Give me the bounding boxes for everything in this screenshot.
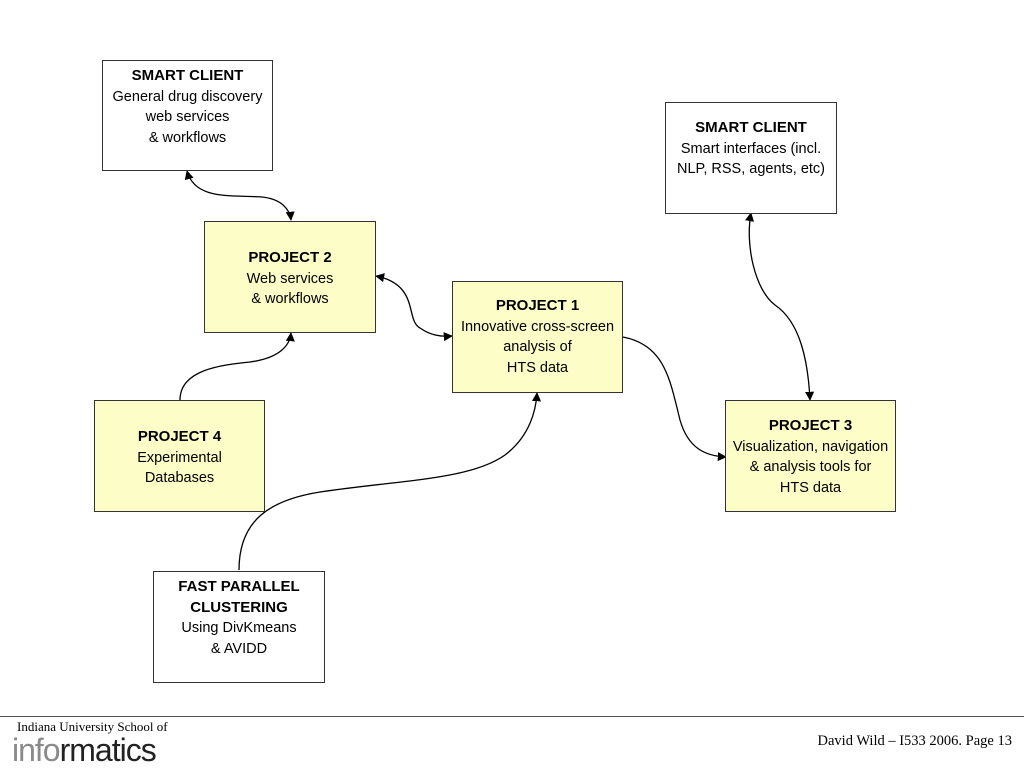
node-text: HTS data [779, 479, 842, 496]
node-text: Visualization, navigation [732, 438, 889, 455]
node-text: NLP, RSS, agents, etc) [676, 161, 826, 177]
node-text: analysis of [503, 339, 572, 355]
page-info: David Wild – I533 2006. Page 13 [817, 733, 1012, 749]
node-text: Experimental [137, 449, 222, 466]
node-title: SMART CLIENT [131, 67, 244, 84]
node-text: & workflows [251, 291, 329, 307]
node-title: SMART CLIENT [695, 119, 807, 136]
node-title: PROJECT 2 [248, 249, 332, 266]
connector-client2-project3 [745, 212, 815, 401]
node-text: General drug discovery [112, 88, 263, 105]
connector-project4-project2 [179, 332, 295, 401]
node-project-3: PROJECT 3 Visualization, navigation & an… [725, 400, 896, 512]
node-title: PROJECT 3 [768, 417, 853, 434]
node-text: Smart interfaces (incl. [680, 140, 822, 157]
node-title: FAST PARALLEL [178, 578, 300, 595]
node-text: HTS data [506, 359, 569, 376]
node-text: Using DivKmeans [181, 620, 297, 636]
node-text: Innovative cross-screen [460, 318, 615, 335]
node-title: PROJECT 4 [137, 428, 222, 445]
footer-divider [0, 716, 1024, 717]
node-text: & analysis tools for [749, 459, 872, 475]
connector-project1-project3 [622, 336, 727, 462]
node-text: Databases [144, 470, 215, 486]
connector-fastparallel-project1 [238, 392, 542, 571]
node-text: & AVIDD [210, 640, 268, 657]
node-text: & workflows [148, 129, 227, 146]
node-smart-client-general: SMART CLIENT General drug discovery web … [102, 60, 273, 171]
node-fast-parallel-clustering: FAST PARALLEL CLUSTERING Using DivKmeans… [153, 571, 325, 683]
node-project-1: PROJECT 1 Innovative cross-screen analys… [452, 281, 623, 393]
node-title: PROJECT 1 [495, 297, 580, 314]
logo-text-dark: rmatics [59, 732, 157, 768]
connector-project2-project1 [375, 273, 453, 342]
connectors [179, 170, 815, 571]
node-project-2: PROJECT 2 Web services & workflows [204, 221, 376, 333]
node-text: Web services [246, 270, 334, 287]
connector-client1-project2 [184, 170, 295, 221]
node-project-4: PROJECT 4 Experimental Databases [94, 400, 265, 512]
school-name: Indiana University School of [17, 719, 168, 734]
logo-text-light: info [12, 732, 61, 768]
node-smart-client-interfaces: SMART CLIENT Smart interfaces (incl. NLP… [665, 102, 837, 214]
node-title: CLUSTERING [190, 598, 288, 616]
node-text: web services [145, 109, 230, 125]
informatics-logo: informatics [12, 732, 157, 768]
